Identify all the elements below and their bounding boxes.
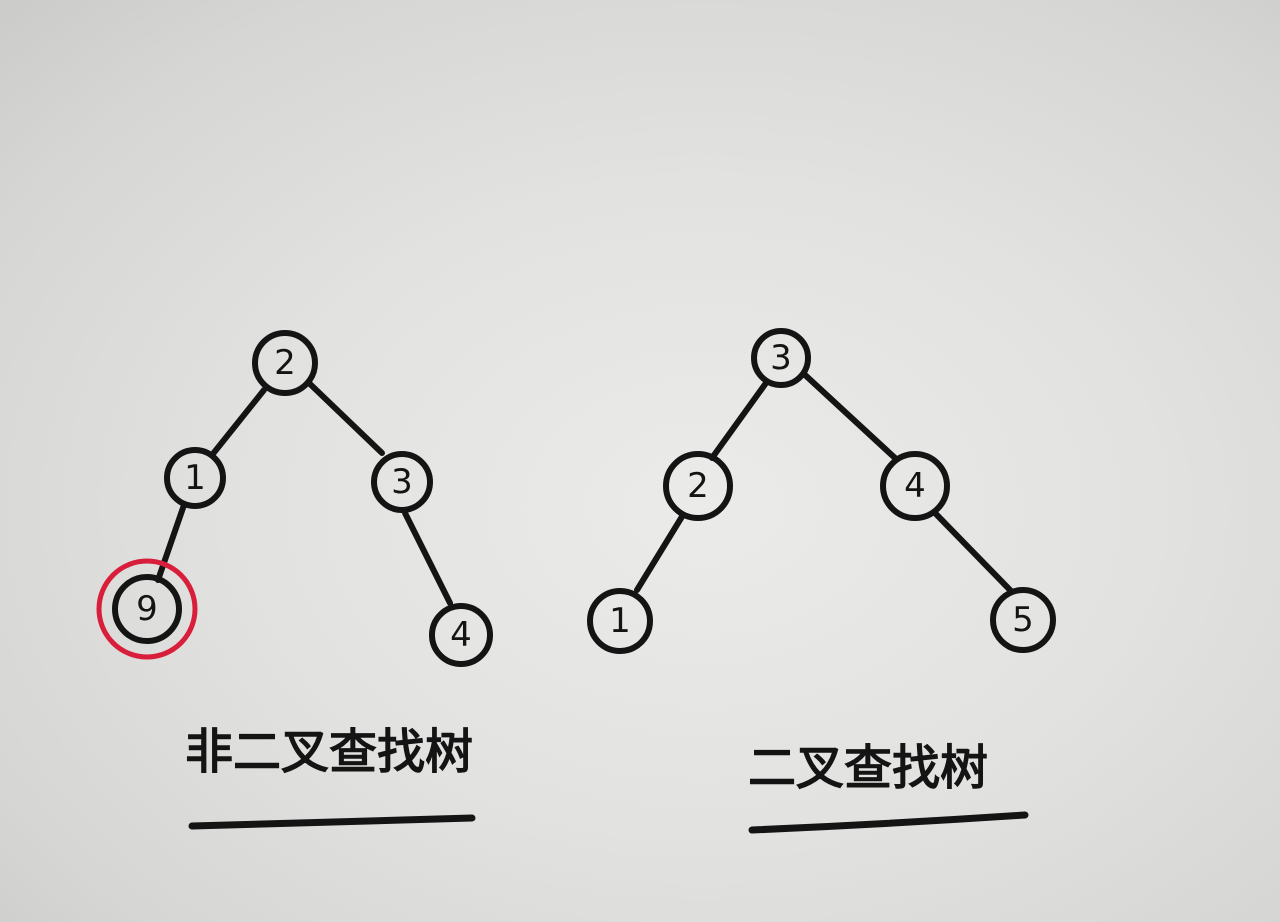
edge-a3-a4 (402, 510, 453, 606)
node-label: 1 (184, 458, 206, 498)
node-label: 5 (1012, 600, 1034, 640)
node-label: 4 (450, 615, 472, 655)
tree-node: 1 (164, 447, 226, 509)
caption-left: 非二叉查找树 (185, 724, 473, 780)
tree-node: 4 (429, 603, 493, 667)
node-label: 1 (609, 601, 631, 641)
tree-left: 2 1 3 9 4 非二叉查找树 (96, 330, 493, 830)
edge-b2-b1 (634, 512, 686, 593)
node-label: 9 (136, 589, 158, 629)
tree-node: 2 (252, 330, 318, 396)
tree-node: 3 (371, 451, 433, 513)
tree-node-highlighted: 9 (96, 558, 198, 660)
edge-b4-b5 (932, 510, 1015, 595)
tree-node: 5 (990, 587, 1056, 653)
tree-node: 3 (751, 328, 811, 388)
node-label: 3 (770, 338, 792, 378)
node-label: 2 (687, 466, 709, 506)
edge-a2-a1 (209, 387, 267, 458)
node-label: 3 (391, 462, 413, 502)
tree-node: 2 (663, 451, 733, 521)
edge-a2-a3 (307, 381, 385, 456)
edge-b3-b2 (709, 380, 769, 461)
edge-a1-a9 (155, 502, 187, 583)
caption-right: 二叉查找树 (748, 740, 988, 796)
node-label: 2 (274, 343, 296, 383)
tree-right: 3 2 4 1 5 二叉查找树 (587, 328, 1056, 834)
underline-left (188, 814, 476, 830)
node-label: 4 (904, 466, 926, 506)
highlight-ring (96, 558, 198, 660)
underline-right (748, 811, 1029, 834)
tree-node: 4 (880, 451, 950, 521)
tree-node: 1 (587, 588, 653, 654)
edge-b3-b4 (801, 371, 898, 461)
